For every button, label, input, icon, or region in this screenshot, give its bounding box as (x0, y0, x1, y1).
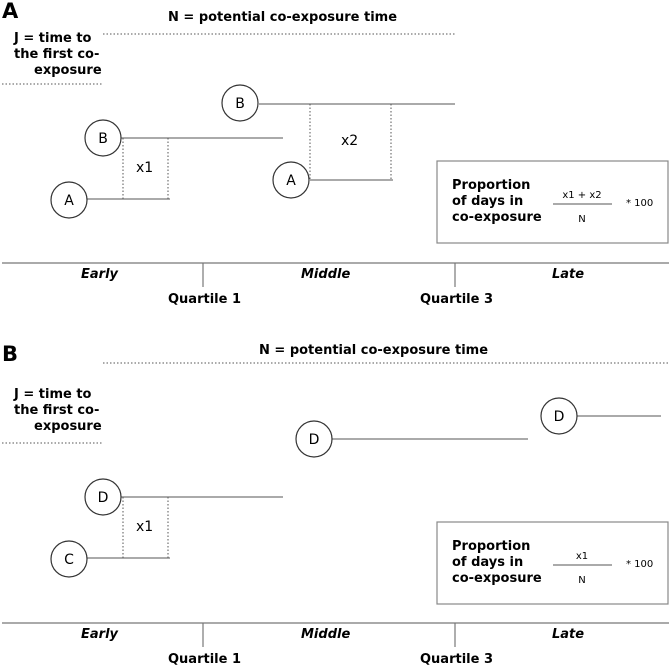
panel-a-circle-a2: A (272, 161, 310, 199)
panel-a-proportion-label-line-1: Proportion (452, 178, 530, 193)
panel-a-fraction-numerator: x1 + x2 (562, 190, 601, 201)
panel-b-letter: B (2, 342, 18, 366)
panel-a-circle-b1: B (84, 119, 122, 157)
panel-b-n-label: N = potential co-exposure time (259, 343, 488, 358)
panel-b-circle-d3: D (540, 397, 578, 435)
panel-a-x1-label: x1 (136, 160, 153, 176)
panel-b-j-label-line-2: the first co- (14, 403, 99, 418)
panel-a-n-label: N = potential co-exposure time (168, 10, 397, 25)
panel-b-circle-d2: D (295, 420, 333, 458)
panel-b-fraction-numerator: x1 (576, 551, 588, 562)
panel-a-circle-a1: A (50, 181, 88, 219)
panel-a-j-label-line-3: exposure (34, 63, 102, 78)
panel-b-circle-d3-label: D (554, 409, 565, 425)
panel-b-j-label-line-3: exposure (34, 419, 102, 434)
panel-b-proportion-box: Proportion of days in co-exposure x1 N *… (436, 521, 669, 605)
panel-a-quartile-3-label: Quartile 3 (420, 292, 493, 307)
panel-b-phase-late: Late (552, 627, 584, 642)
panel-a-j-label-line-1: J = time to (13, 31, 92, 46)
panel-a-circle-b2-label: B (235, 96, 245, 112)
panel-a-proportion-box: Proportion of days in co-exposure x1 + x… (436, 160, 669, 244)
panel-b-proportion-label-line-2: of days in (452, 555, 523, 570)
panel-b-fraction-denominator: N (578, 575, 585, 586)
panel-a-x2-label: x2 (341, 133, 358, 149)
panel-a-circle-b1-label: B (98, 131, 108, 147)
panel-a-phase-early: Early (81, 267, 119, 282)
panel-a-fraction-denominator: N (578, 214, 585, 225)
panel-a: A N = potential co-exposure time J = tim… (2, 0, 669, 307)
panel-a-letter: A (2, 0, 19, 23)
panel-b-j-label-line-1: J = time to (13, 387, 92, 402)
panel-b-circle-d2-label: D (309, 432, 320, 448)
panel-b-quartile-3-label: Quartile 3 (420, 652, 493, 667)
panel-b-phase-middle: Middle (301, 627, 350, 642)
panel-b-phase-early: Early (81, 627, 119, 642)
panel-a-proportion-label-line-3: co-exposure (452, 210, 542, 225)
panel-b-proportion-label-line-1: Proportion (452, 539, 530, 554)
panel-a-circle-b2: B (221, 84, 259, 122)
panel-b-quartile-1-label: Quartile 1 (168, 652, 241, 667)
panel-a-quartile-1-label: Quartile 1 (168, 292, 241, 307)
panel-a-fraction-multiplier: * 100 (626, 198, 653, 209)
panel-a-phase-late: Late (552, 267, 584, 282)
panel-b-circle-c1-label: C (64, 552, 74, 568)
panel-b-circle-d1: D (84, 478, 122, 516)
panel-a-circle-a2-label: A (286, 173, 296, 189)
panel-a-j-label-line-2: the first co- (14, 47, 99, 62)
panel-b-circle-d1-label: D (98, 490, 109, 506)
panel-b-proportion-label-line-3: co-exposure (452, 571, 542, 586)
panel-a-circle-a1-label: A (64, 193, 74, 209)
panel-b: B N = potential co-exposure time J = tim… (2, 342, 669, 667)
panel-b-fraction-multiplier: * 100 (626, 559, 653, 570)
panel-b-x1-label: x1 (136, 519, 153, 535)
panel-a-proportion-label-line-2: of days in (452, 194, 523, 209)
panel-a-phase-middle: Middle (301, 267, 350, 282)
panel-b-circle-c1: C (50, 540, 88, 578)
